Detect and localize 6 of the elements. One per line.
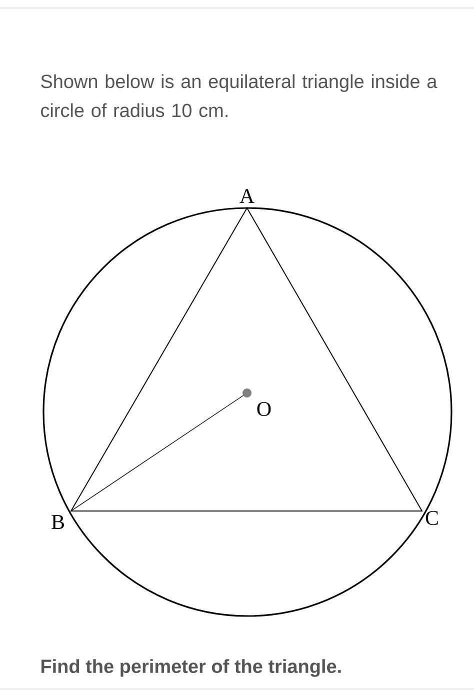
point-label: B bbox=[52, 515, 64, 529]
point-label: A bbox=[240, 189, 254, 203]
question-prompt: Find the perimeter of the triangle. bbox=[41, 659, 341, 677]
point-label: O bbox=[257, 402, 271, 416]
question-text: Shown below is an equilateral triangle inside a circle of radius 10 cm. bbox=[41, 74, 438, 118]
point-label: C bbox=[426, 510, 438, 526]
